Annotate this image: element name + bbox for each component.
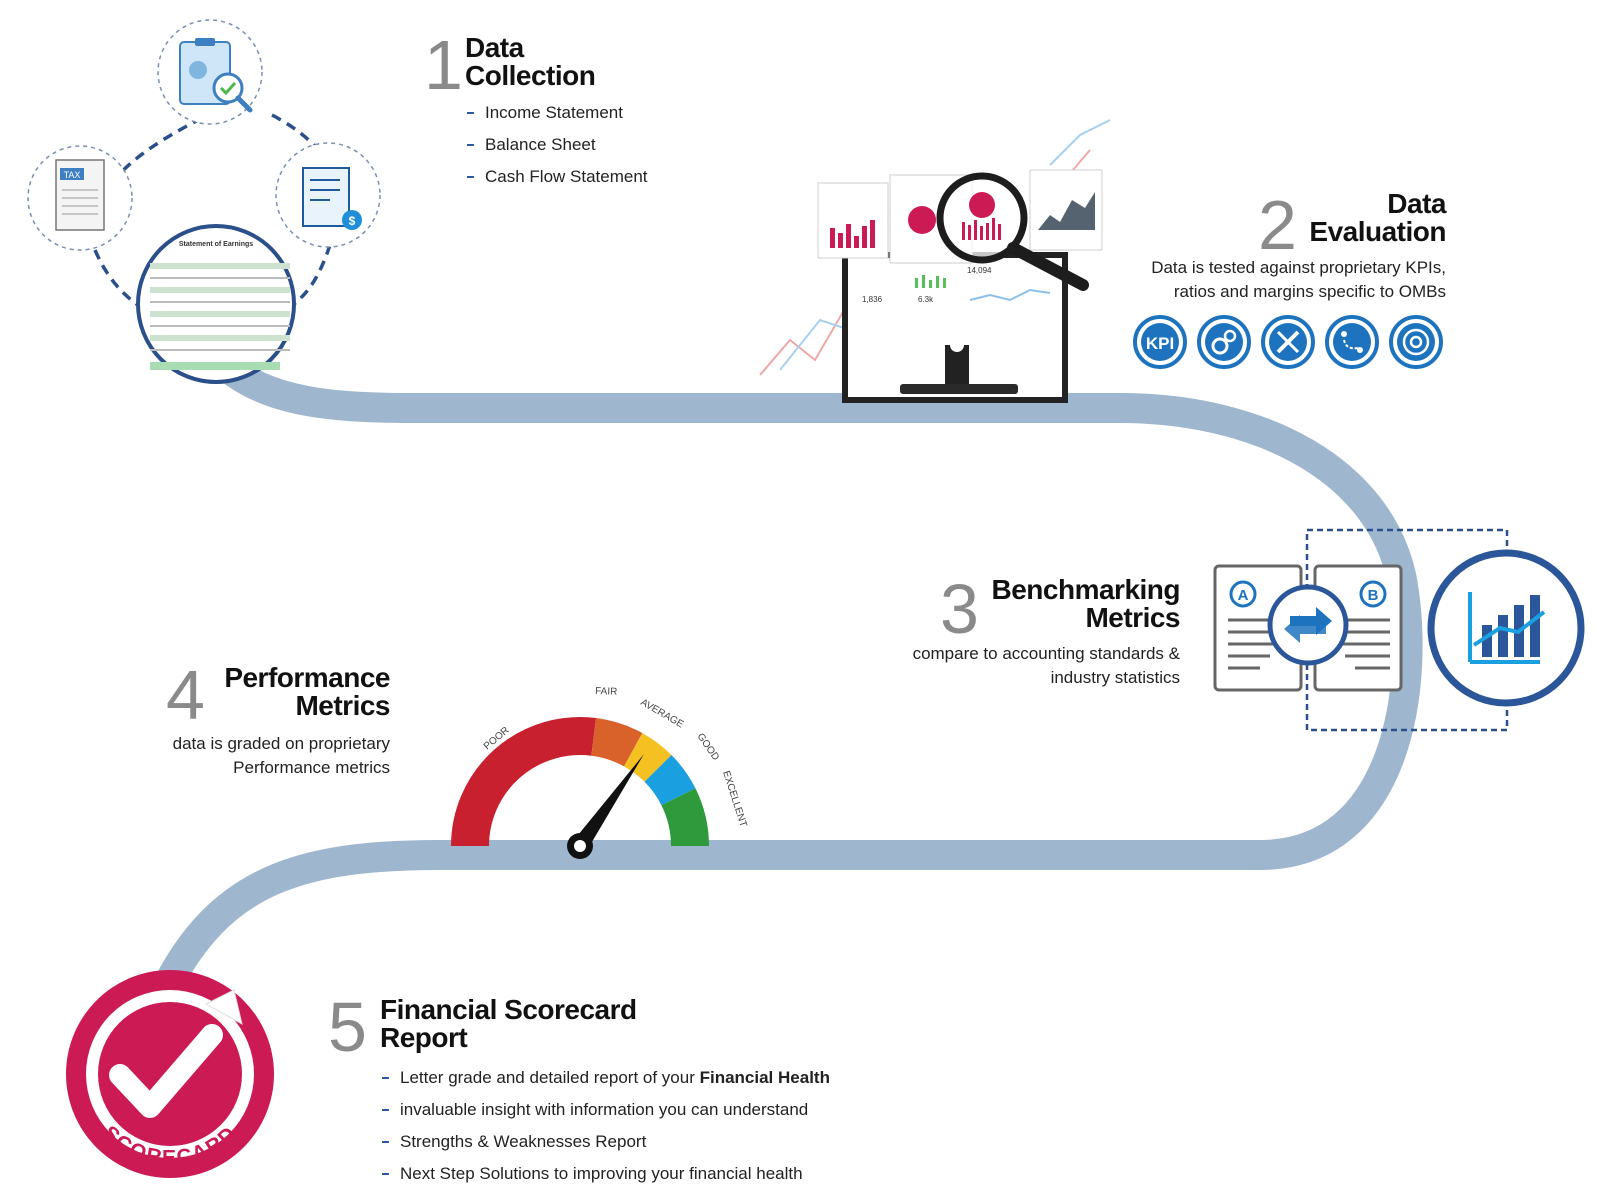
svg-text:A: A	[1238, 587, 1249, 604]
step-1-bullet-list: Income Statement Balance Sheet Cash Flow…	[465, 97, 648, 193]
gauge-segment-good	[644, 755, 696, 806]
list-item: Cash Flow Statement	[465, 161, 648, 193]
svg-text:14,094: 14,094	[967, 266, 992, 275]
gauge-segment-average	[623, 733, 672, 783]
list-item: invaluable insight with information you …	[380, 1094, 830, 1126]
svg-text:1,836: 1,836	[862, 295, 883, 304]
list-item: Strengths & Weaknesses Report	[380, 1126, 830, 1158]
gauge-segment-excellent	[661, 788, 710, 847]
tools-icon	[1261, 315, 1315, 369]
gears-icon	[1197, 315, 1251, 369]
gauge-segment-poor	[451, 717, 597, 847]
svg-text:KPI: KPI	[1146, 334, 1174, 353]
evaluation-icons: KPI	[1133, 315, 1443, 369]
gauge-needle	[574, 754, 644, 852]
kpi-icon: KPI	[1133, 315, 1187, 369]
list-item: Next Step Solutions to improving your fi…	[380, 1158, 830, 1190]
svg-text:$: $	[349, 214, 356, 228]
benchmark-illustration: A B	[1213, 528, 1585, 732]
step-1-number: 1	[424, 26, 463, 104]
gauge-label-excellent: EXCELLENT	[720, 770, 748, 829]
step-4-number: 4	[166, 656, 205, 734]
tax-label: TAX	[64, 170, 81, 180]
income-statement-magnified	[136, 224, 296, 384]
data-collection-cycle: TAX $ Statement of Earnings	[27, 19, 381, 384]
list-item: Letter grade and detailed report of your…	[380, 1062, 830, 1094]
list-item: Income Statement	[465, 97, 648, 129]
step-3-description: compare to accounting standards &industr…	[912, 644, 1180, 687]
performance-gauge: POOR FAIR AVERAGE GOOD EXCELLENT	[451, 686, 749, 859]
svg-text:B: B	[1368, 587, 1379, 604]
step-2-description: Data is tested against proprietary KPIs,…	[1151, 258, 1446, 301]
strategy-icon	[1325, 315, 1379, 369]
analytics-monitor-illustration: 14,094 1,836 6.3k	[759, 119, 1111, 403]
step-3-number: 3	[940, 570, 979, 648]
gauge-label-good: GOOD	[695, 731, 722, 762]
scorecard-seal-icon: SCORECARD	[66, 970, 274, 1178]
step-2-number: 2	[1258, 186, 1297, 264]
process-path	[150, 335, 1423, 1005]
step-5-bullet-list: Letter grade and detailed report of your…	[380, 1062, 830, 1190]
svg-text:6.3k: 6.3k	[918, 295, 934, 304]
svg-text:Statement of Earnings: Statement of Earnings	[179, 241, 253, 248]
list-item: Balance Sheet	[465, 129, 648, 161]
target-icon	[1389, 315, 1443, 369]
step-5-number: 5	[328, 988, 367, 1066]
gauge-label-fair: FAIR	[595, 686, 618, 698]
gauge-label-average: AVERAGE	[639, 697, 686, 730]
gauge-segment-fair	[590, 718, 643, 767]
